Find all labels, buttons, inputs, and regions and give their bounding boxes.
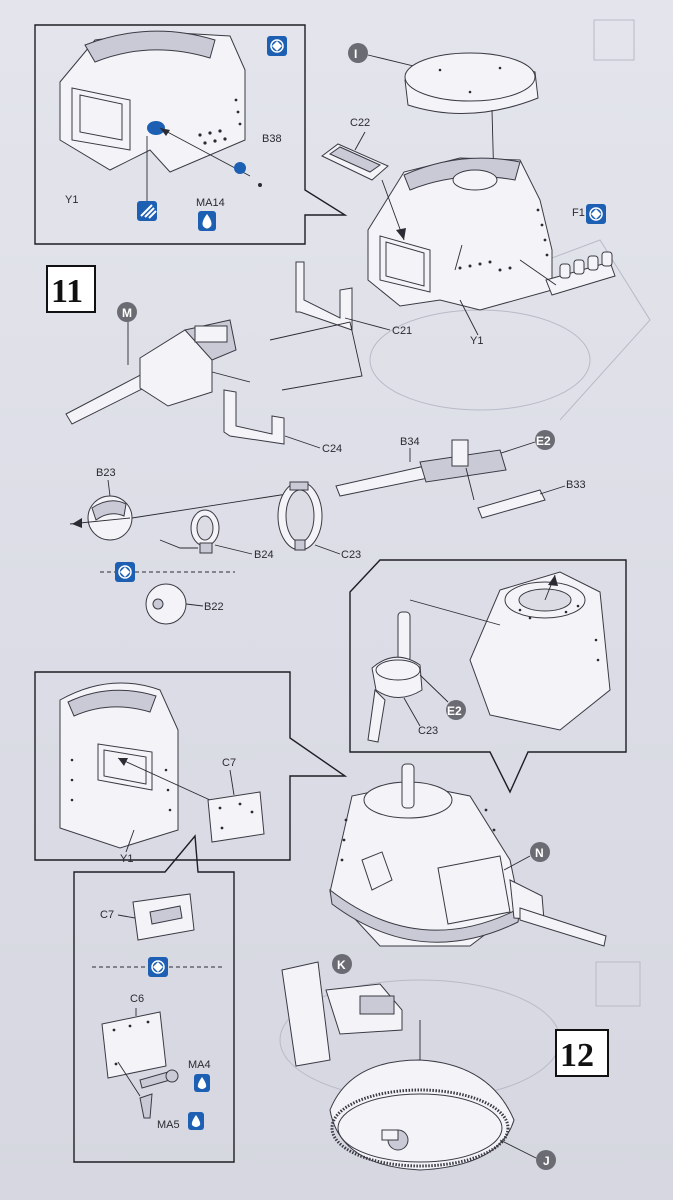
step-number-12: 12 [560, 1037, 594, 1074]
inset-c6-options: C7 C6 MA4 MA5 [73, 834, 235, 1163]
label-f1: F1 [572, 207, 585, 219]
step-12-marker: 12 [555, 1029, 609, 1077]
inset-frame-nested [73, 834, 235, 1163]
svg-text:J: J [543, 1154, 550, 1168]
label-c6: C6 [130, 993, 144, 1005]
bubble-m [117, 302, 137, 322]
label-ma5: MA5 [157, 1119, 180, 1131]
inset-ma14-part [234, 162, 246, 174]
label-y1-main: Y1 [470, 335, 483, 347]
inset-c7-plate [207, 791, 265, 843]
part-b34: B34 [335, 436, 507, 501]
bubble-k [332, 954, 352, 974]
label-ma14: MA14 [196, 197, 225, 209]
inset-e2-gun [397, 611, 411, 663]
k-panel [281, 961, 331, 1067]
c6-plate [101, 1011, 167, 1079]
bubble-j [536, 1150, 556, 1170]
part-c23-main: C23 [159, 481, 361, 561]
cement-drop-icon [198, 211, 216, 231]
sub-assembly-j: J [329, 1020, 556, 1171]
bubble-e2-top [535, 430, 555, 450]
label-c21: C21 [392, 325, 412, 337]
label-c7-small: C7 [100, 909, 114, 921]
step-11-marker: 11 [46, 265, 96, 313]
part-b33: B33 [477, 479, 586, 519]
bubble-n [530, 842, 550, 862]
part-f1: F1 [519, 204, 616, 296]
inset-rivets [198, 98, 242, 145]
label-c7-inset: C7 [222, 757, 236, 769]
inset-e2-mount: C23 E2 [349, 559, 627, 794]
cupola-ring [452, 169, 498, 191]
turret-12-gun [519, 907, 607, 947]
sub-assembly-m: M [65, 302, 251, 425]
svg-text:E2: E2 [447, 704, 462, 718]
label-y1-inset-top: Y1 [65, 194, 78, 206]
inset-frame [34, 24, 348, 245]
main-turret-step11: Y1 [367, 157, 553, 347]
label-c23-inset: C23 [418, 725, 438, 737]
part-c21: C21 [269, 261, 412, 391]
turret-12-mantlet [437, 855, 511, 925]
inset-c7-detail: C7 Y1 [34, 671, 348, 865]
option-arrows-icon [267, 36, 287, 56]
bubble-i [348, 43, 368, 63]
inset-frame-left [34, 671, 348, 861]
part-c22: C22 [321, 117, 389, 181]
inset-frame-right [349, 559, 627, 794]
sub-assembly-e2-top: E2 [491, 430, 555, 457]
label-b34: B34 [400, 436, 420, 448]
b22-alternative: B22 [100, 562, 235, 625]
inset-turret-roof [84, 30, 216, 63]
part-b23: B23 [69, 467, 301, 541]
cut-part-icon [137, 201, 157, 221]
turret-rivets [458, 208, 549, 272]
turret-12-mg [401, 763, 415, 809]
label-b23: B23 [96, 467, 116, 479]
part-b24: B24 [190, 509, 274, 561]
step-number-11: 11 [51, 273, 83, 310]
svg-text:I: I [354, 47, 357, 61]
j-ring-plate [329, 1059, 515, 1171]
svg-text:N: N [535, 846, 544, 860]
inset-drill-hole-mark [147, 121, 165, 135]
c21-bracket [295, 261, 353, 331]
cupola-top [404, 52, 536, 102]
inset-vision-port-inner [79, 94, 123, 141]
sub-assembly-k: K [281, 954, 403, 1067]
c24-bracket [223, 389, 285, 445]
svg-text:E2: E2 [536, 434, 551, 448]
svg-text:M: M [122, 306, 132, 320]
b33-stock [477, 489, 546, 519]
b34-barrel [335, 465, 429, 497]
label-b38: B38 [262, 133, 282, 145]
label-c24: C24 [322, 443, 342, 455]
svg-text:K: K [337, 958, 346, 972]
label-c23-main: C23 [341, 549, 361, 561]
part-c24: C24 [223, 389, 342, 455]
cement-drop-icon [188, 1112, 204, 1130]
option-arrows-icon [586, 204, 606, 224]
label-ma4: MA4 [188, 1059, 211, 1071]
label-b33: B33 [566, 479, 586, 491]
inset-b38-part [258, 183, 262, 187]
label-b22: B22 [204, 601, 224, 613]
label-b24: B24 [254, 549, 274, 561]
b22-ball [145, 583, 187, 625]
option-arrows-icon [115, 562, 135, 582]
label-y1-inset-lower: Y1 [120, 853, 133, 865]
main-turret-step12: N [329, 763, 607, 947]
bubble-e2-inset [446, 700, 466, 720]
sub-assembly-i: I [348, 43, 539, 223]
label-c22: C22 [350, 117, 370, 129]
cement-drop-icon [194, 1074, 210, 1092]
ma5-lever [139, 1093, 153, 1119]
ma4-handle [139, 1071, 171, 1089]
option-arrows-icon [148, 957, 168, 977]
inset-drill-detail: Y1 B38 MA14 [34, 24, 348, 245]
